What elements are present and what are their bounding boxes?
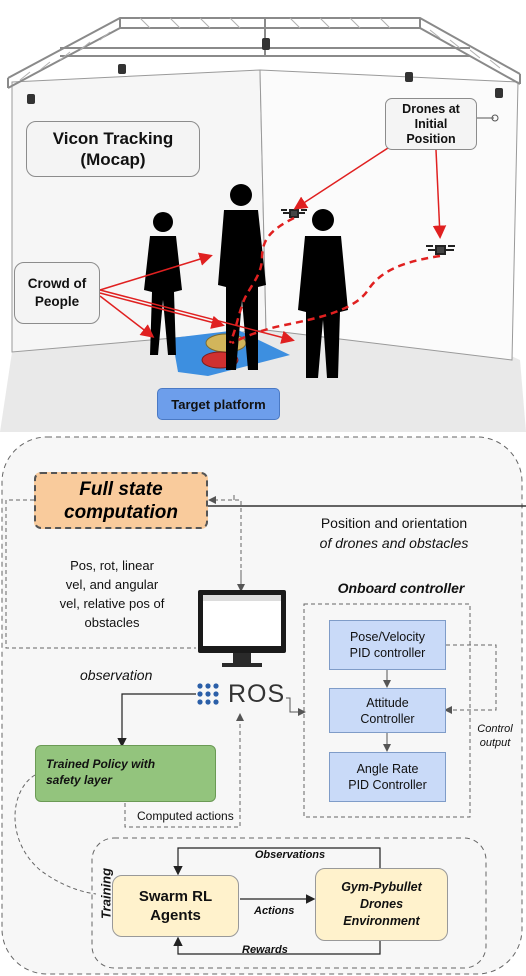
control-output-label: Control output: [469, 722, 521, 750]
drone-icon: [426, 245, 455, 255]
system-container: [1, 436, 523, 975]
drones-label: Drones at Initial Position: [402, 101, 460, 146]
camera-icon: [495, 88, 503, 98]
computed-actions-label: Computed actions: [137, 809, 234, 823]
observation-label: observation: [80, 667, 153, 683]
camera-icons: [27, 38, 503, 104]
state-list-text: Pos, rot, linear vel, and angular vel, r…: [59, 558, 165, 630]
pose-velocity-pid-box: Pose/Velocity PID controller: [329, 620, 446, 670]
drone-icons: [281, 209, 455, 255]
target-platform-label: Target platform: [157, 388, 280, 420]
truss-lattice: [19, 17, 501, 81]
pid-label: Pose/Velocity PID controller: [349, 630, 426, 660]
camera-icon: [118, 64, 126, 74]
crowd-of-people-callout: Crowd of People: [14, 262, 100, 324]
camera-icon: [405, 72, 413, 82]
attitude-label: Attitude Controller: [360, 695, 415, 726]
drone-trajectories: [228, 216, 441, 345]
attitude-controller-box: Attitude Controller: [329, 688, 446, 733]
floor: [0, 330, 526, 432]
policy-label: Trained Policy with safety layer: [46, 757, 156, 787]
position-orientation-note: Position and orientation of drones and o…: [282, 513, 506, 553]
people-silhouettes: [144, 184, 348, 378]
computer-monitor-icon: [198, 590, 286, 667]
camera-icon: [262, 38, 270, 50]
gym-pybullet-env-box: Gym-Pybullet Drones Environment: [315, 868, 448, 941]
state-list-note: Pos, rot, linear vel, and angular vel, r…: [26, 556, 198, 632]
angle-rate-pid-box: Angle Rate PID Controller: [329, 752, 446, 802]
actions-label: Actions: [254, 905, 295, 917]
rewards-label: Rewards: [242, 944, 288, 956]
observations-label: Observations: [254, 849, 326, 861]
trained-policy-box: Trained Policy with safety layer: [35, 745, 216, 802]
vicon-tracking-callout: Vicon Tracking (Mocap): [26, 121, 200, 177]
training-container: [91, 837, 487, 969]
person-right: [298, 209, 348, 378]
full-state-label: Full state computation: [64, 478, 178, 523]
camera-icon: [27, 94, 35, 104]
ros-logo-text: ROS: [228, 680, 286, 708]
gym-label: Gym-Pybullet Drones Environment: [341, 880, 422, 928]
vicon-label: Vicon Tracking (Mocap): [52, 129, 174, 169]
rate-label: Angle Rate PID Controller: [348, 762, 427, 792]
red-arrows: [99, 147, 447, 344]
target-label: Target platform: [171, 396, 266, 412]
drones-initial-position-callout: Drones at Initial Position: [385, 98, 477, 150]
ros-dots-icon: [197, 683, 219, 705]
pos-orient-line1: Position and orientation: [320, 515, 468, 531]
swarm-label: Swarm RL Agents: [138, 888, 213, 924]
control-output-text: Control output: [477, 723, 513, 749]
pos-orient-line2: of drones and obstacles: [319, 535, 469, 551]
full-state-computation-box: Full state computation: [34, 472, 208, 529]
swarm-rl-agents-box: Swarm RL Agents: [112, 875, 239, 937]
drone-icon: [281, 209, 307, 218]
lab-scene-illustration: Vicon Tracking (Mocap) Drones at Initial…: [0, 0, 526, 432]
crowd-label: Crowd of People: [27, 276, 87, 309]
onboard-controller-title: Onboard controller: [337, 580, 465, 596]
